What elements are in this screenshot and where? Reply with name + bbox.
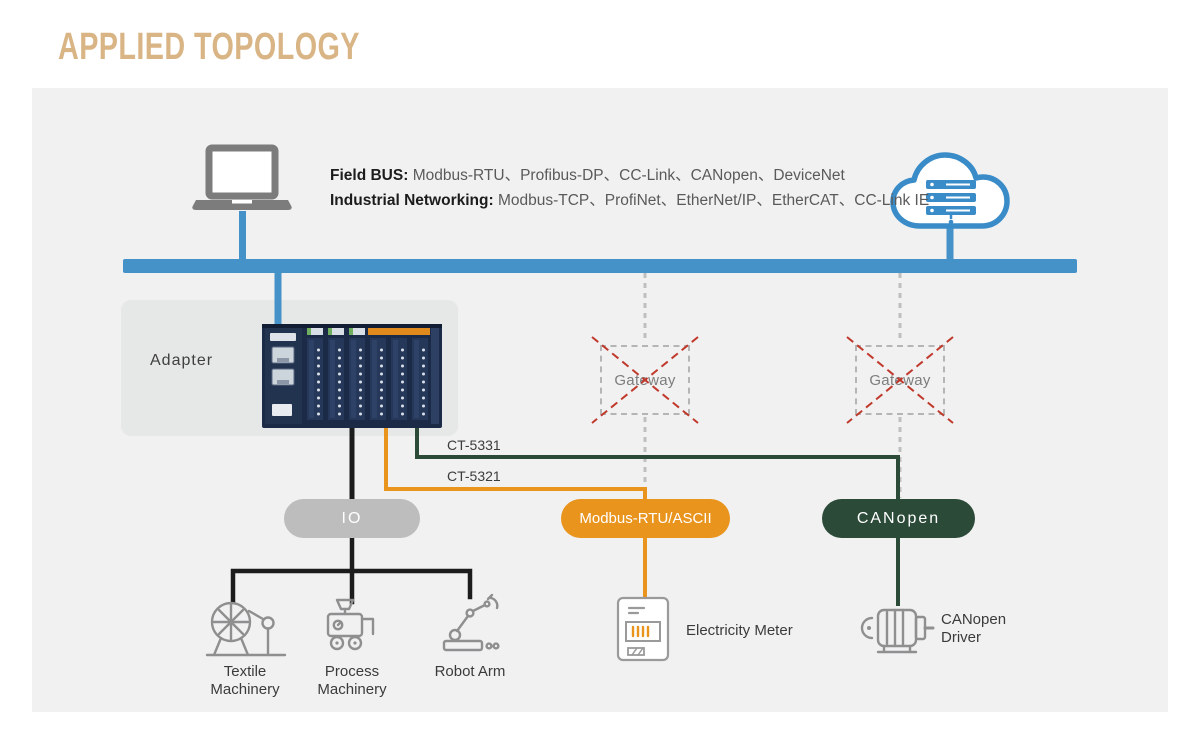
modbus-bus-label: Modbus-RTU/ASCII — [579, 510, 712, 527]
industrial-networking-value: Modbus-TCP、ProfiNet、EtherNet/IP、EtherCAT… — [497, 192, 930, 209]
electricity-meter-label: Electricity Meter — [686, 622, 793, 639]
textile-machinery-icon — [205, 601, 287, 657]
industrial-networking-line: Industrial Networking: Modbus-TCP、ProfiN… — [330, 188, 929, 213]
gateway-left-box: Gateway — [600, 345, 690, 415]
robot-arm-label: Robot Arm — [434, 663, 506, 680]
industrial-networking-label: Industrial Networking: — [330, 192, 494, 209]
robot-arm-icon — [442, 593, 500, 652]
cable-label-ct5321: CT-5321 — [447, 468, 501, 484]
process-label-line2: Machinery — [317, 681, 387, 698]
electricity-meter-icon — [616, 596, 670, 662]
field-bus-value: Modbus-RTU、Profibus-DP、CC-Link、CANopen、D… — [412, 167, 845, 184]
io-bus-label: IO — [341, 509, 363, 527]
cloud-server-icon — [890, 152, 1010, 229]
motor-driver-icon — [860, 608, 935, 654]
textile-label-line2: Machinery — [210, 681, 280, 698]
driver-label-line2: Driver — [941, 629, 981, 646]
modbus-bus-pill: Modbus-RTU/ASCII — [561, 499, 730, 538]
process-label-line1: Process — [324, 663, 380, 680]
driver-label-line1: CANopen — [941, 611, 1007, 628]
gateway-right-box: Gateway — [855, 345, 945, 415]
adapter-label: Adapter — [150, 352, 214, 369]
meter-display-bars — [631, 625, 650, 638]
bus-protocol-info: Field BUS: Modbus-RTU、Profibus-DP、CC-Lin… — [330, 163, 929, 213]
canopen-bus-label: CANopen — [856, 509, 941, 527]
plc-adapter-device — [262, 324, 442, 428]
gateway-left-label: Gateway — [614, 371, 676, 389]
field-bus-label: Field BUS: — [330, 167, 409, 184]
field-bus-line: Field BUS: Modbus-RTU、Profibus-DP、CC-Lin… — [330, 163, 929, 188]
canopen-driver-label: CANopen Driver — [941, 611, 1006, 647]
process-machinery-icon — [326, 598, 375, 651]
canopen-bus-pill: CANopen — [822, 499, 975, 538]
textile-label-line1: Textile — [223, 663, 267, 680]
page-title: APPLIED TOPOLOGY — [58, 24, 360, 68]
cable-label-ct5331: CT-5331 — [447, 437, 501, 453]
io-bus-pill: IO — [284, 499, 420, 538]
textile-machinery-label: Textile Machinery — [195, 663, 295, 699]
gateway-right-label: Gateway — [869, 371, 931, 389]
laptop-icon — [192, 144, 292, 210]
cloud-server-rack — [926, 180, 976, 225]
process-machinery-label: Process Machinery — [302, 663, 402, 699]
